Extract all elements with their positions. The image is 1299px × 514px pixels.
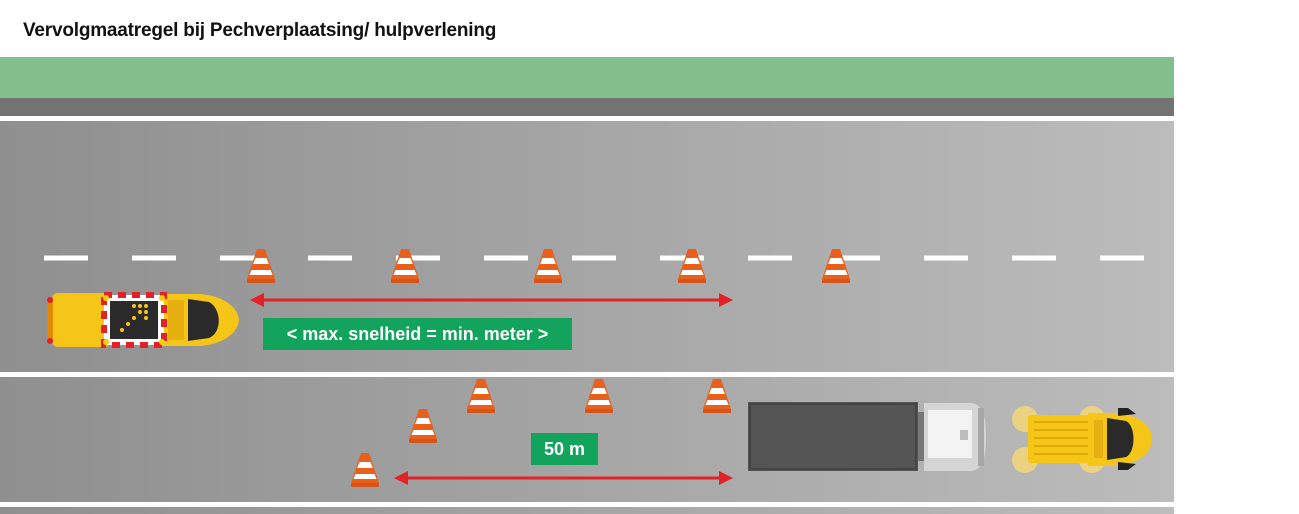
tow-vehicle-icon [1012,406,1152,473]
road-inspector-vehicle-icon [47,292,239,348]
page-title: Vervolgmaatregel bij Pechverplaatsing/ h… [23,20,497,41]
max-speed-distance-arrow-icon [250,293,733,307]
speed-rule-label: < max. snelheid = min. meter > [286,323,549,344]
distance-label: 50 m [543,438,586,459]
hard-shoulder [0,98,1174,116]
broken-down-truck-icon [748,402,986,471]
lane-bottom-edge [0,507,1174,514]
distance-label-bg [531,433,598,465]
fifty-meter-distance-arrow-icon [394,471,733,485]
grass-verge [0,57,1174,98]
speed-rule-label-bg [263,318,572,350]
